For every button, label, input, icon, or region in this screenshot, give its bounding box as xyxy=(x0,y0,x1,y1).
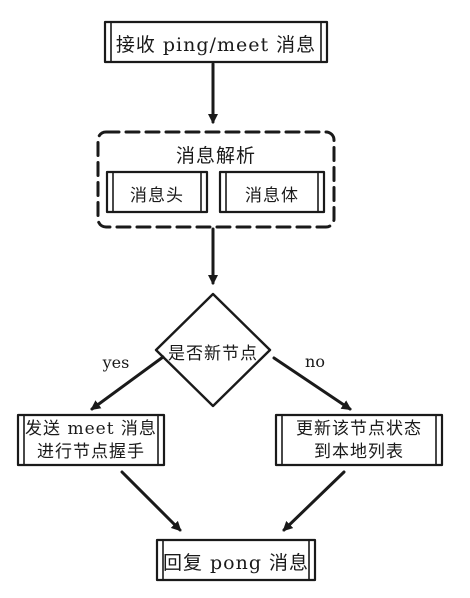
update-label-line2: 到本地列表 xyxy=(314,442,404,462)
arrow-no-branch xyxy=(272,356,352,411)
arrow-send-to-reply xyxy=(120,470,182,532)
header-box xyxy=(105,170,209,214)
body-label: 消息体 xyxy=(245,186,299,206)
parse-group-box xyxy=(96,130,336,229)
parse-label: 消息解析 xyxy=(175,145,256,167)
body-box xyxy=(218,170,326,214)
send-meet-label-line1: 发送 meet 消息 xyxy=(25,419,157,439)
reply-label: 回复 pong 消息 xyxy=(162,552,310,574)
receive-box xyxy=(103,20,329,64)
reply-box xyxy=(155,538,317,582)
update-box xyxy=(274,413,444,467)
no-label: no xyxy=(305,352,325,371)
decision-diamond xyxy=(154,292,272,408)
header-label: 消息头 xyxy=(130,186,184,206)
update-label-line1: 更新该节点状态 xyxy=(296,419,422,439)
receive-label: 接收 ping/meet 消息 xyxy=(115,34,317,56)
decision-label: 是否新节点 xyxy=(168,344,258,364)
send-meet-label-line2: 进行节点握手 xyxy=(37,442,145,462)
arrow-update-to-reply xyxy=(282,470,346,532)
arrow-yes-branch xyxy=(90,355,165,411)
yes-label: yes xyxy=(102,353,130,372)
send-meet-box xyxy=(16,413,166,467)
